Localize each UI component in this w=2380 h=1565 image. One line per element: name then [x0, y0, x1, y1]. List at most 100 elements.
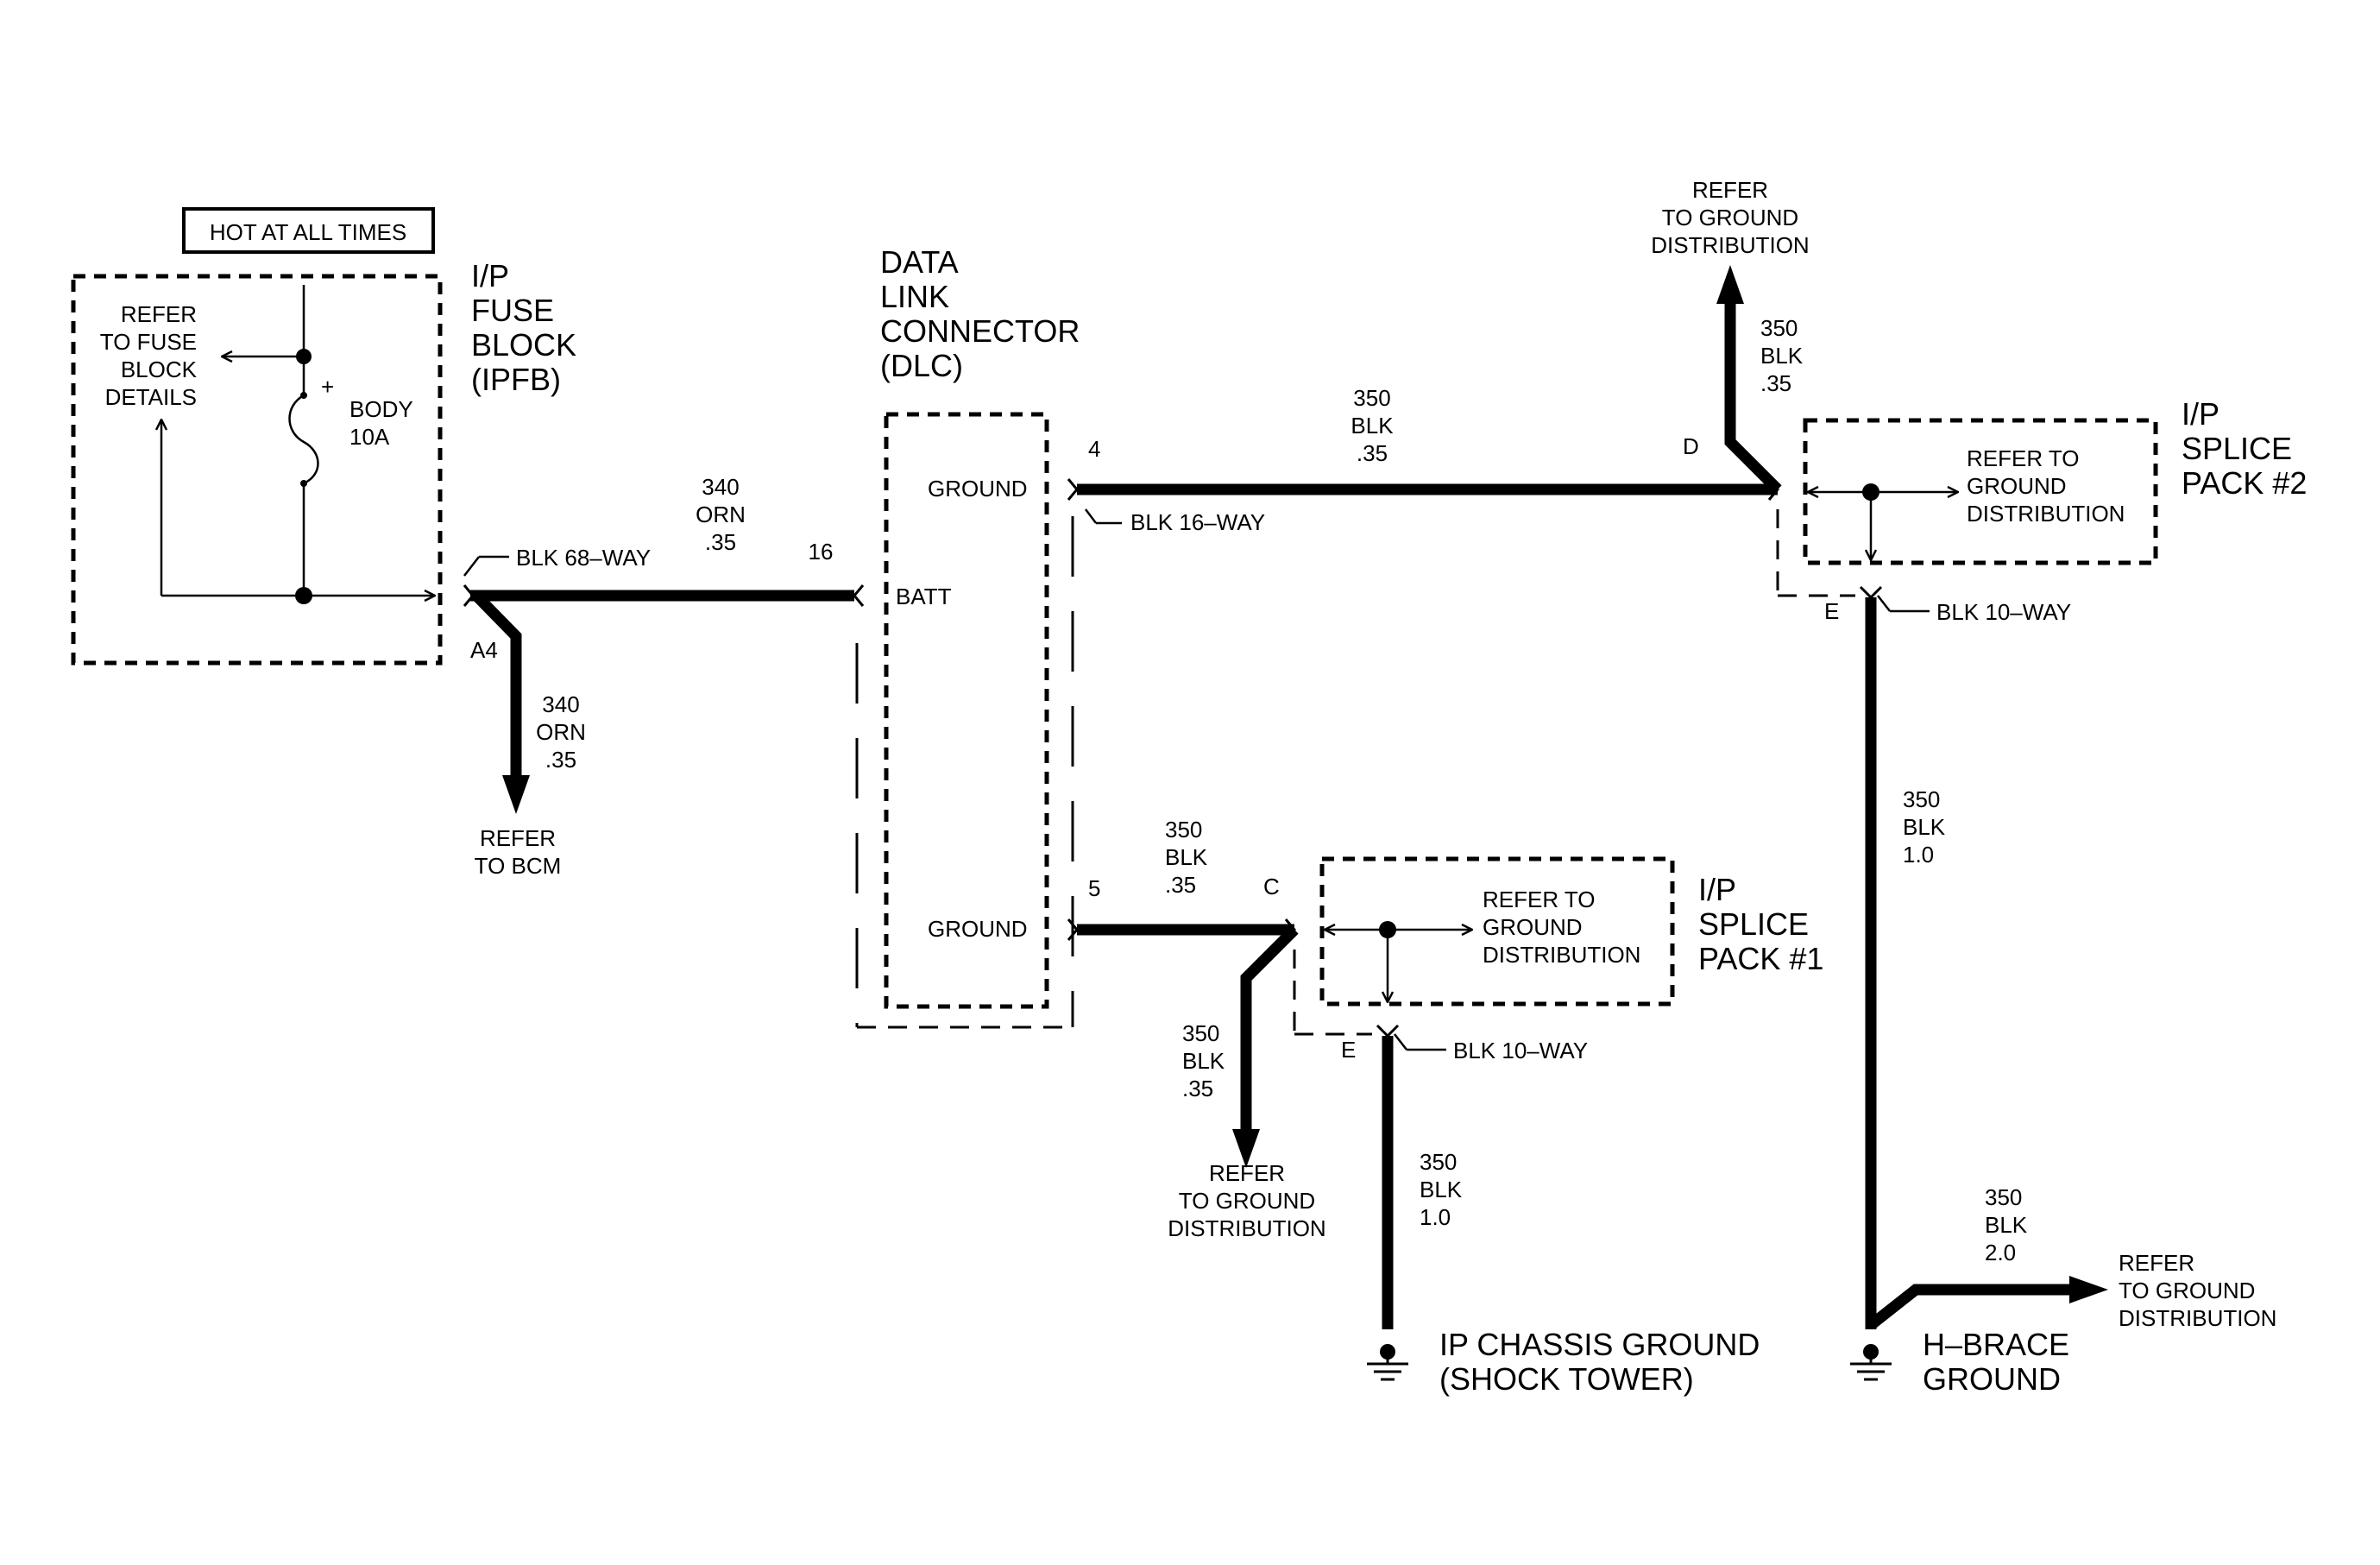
hbrace-ground-label-1: H–BRACE — [1923, 1327, 2069, 1362]
wire-340-orn — [463, 584, 865, 814]
dlc-title-3: CONNECTOR — [880, 313, 1080, 349]
refer-ground-mid-2: TO GROUND — [1179, 1188, 1315, 1214]
wire-340-top-1: 340 — [702, 474, 739, 500]
splice2-connector-label: BLK 10–WAY — [1936, 599, 2071, 625]
refer-ground-top-1: REFER — [1692, 177, 1768, 203]
fuse-label-2: 10A — [349, 424, 390, 450]
wire-350-top-3: .35 — [1357, 440, 1388, 466]
refer-ground-mid-3: DISTRIBUTION — [1168, 1215, 1325, 1241]
wire-350-down-2: BLK — [1182, 1048, 1225, 1074]
chassis-ground-label-1: IP CHASSIS GROUND — [1439, 1327, 1760, 1362]
splice-pack-1: I/P SPLICE PACK #1 REFER TO GROUND DISTR… — [1263, 856, 1823, 1063]
pin-5-label: 5 — [1088, 875, 1100, 901]
splice-pack-2: I/P SPLICE PACK #2 REFER TO GROUND DISTR… — [1683, 396, 2307, 625]
splice2-refer-1: REFER TO — [1967, 445, 2080, 471]
wire-350-up-1: 350 — [1760, 315, 1798, 341]
splice2-refer-3: DISTRIBUTION — [1967, 501, 2125, 527]
splice1-refer-3: DISTRIBUTION — [1483, 942, 1640, 968]
wire-350-down-3: .35 — [1182, 1076, 1213, 1101]
wire-350-mid-2: BLK — [1165, 844, 1208, 870]
fuse-block-title-3: BLOCK — [471, 327, 576, 363]
arrow-right-icon — [2069, 1276, 2108, 1303]
fuse-refer-2: TO FUSE — [100, 329, 197, 355]
splice-dot — [295, 587, 312, 604]
splice-dot — [1379, 921, 1396, 938]
refer-bcm-2: TO BCM — [475, 853, 562, 879]
fuse-refer-3: BLOCK — [121, 357, 198, 382]
arrow-down-icon — [1232, 1129, 1260, 1168]
splice1-connector-label: BLK 10–WAY — [1453, 1038, 1588, 1063]
splice1-title-1: I/P — [1698, 872, 1736, 907]
wire-350-chassis — [1376, 1024, 1400, 1329]
connector-68-label: BLK 68–WAY — [516, 545, 651, 571]
splice1-title-3: PACK #1 — [1698, 941, 1823, 976]
pin-ground-top-label: GROUND — [928, 476, 1028, 502]
wire-350-hbrace-up-1: 350 — [1903, 786, 1940, 812]
wire-350-chassis-2: BLK — [1420, 1177, 1463, 1202]
wire-350-mid-3: .35 — [1165, 872, 1196, 898]
splice2-outline — [1803, 418, 2158, 565]
arrow-down-icon — [502, 775, 530, 814]
splice1-outline — [1319, 856, 1675, 1007]
pin-4-label: 4 — [1088, 436, 1100, 462]
wire-350-chassis-3: 1.0 — [1420, 1204, 1451, 1230]
connector-16-label: BLK 16–WAY — [1130, 509, 1265, 535]
wire-350-mid-1: 350 — [1165, 817, 1202, 842]
wire-350-mid — [1067, 918, 1299, 1168]
splice1-refer-2: GROUND — [1483, 914, 1583, 940]
wire-350-up-2: BLK — [1760, 343, 1804, 369]
splice2-refer-2: GROUND — [1967, 473, 2067, 499]
pin-ground-bottom-label: GROUND — [928, 916, 1028, 942]
pin-a4-label: A4 — [470, 637, 498, 663]
dlc-title-4: (DLC) — [880, 348, 963, 383]
wire-350-top-1: 350 — [1353, 385, 1390, 411]
wire-340-down-1: 340 — [542, 691, 579, 717]
pin-16-label: 16 — [809, 539, 834, 565]
wire-350-up-3: .35 — [1760, 370, 1791, 396]
fuse-refer-1: REFER — [121, 301, 197, 327]
fuse-refer-4: DETAILS — [105, 384, 197, 410]
pin-e-label-2: E — [1824, 598, 1839, 624]
pin-e-label-1: E — [1341, 1037, 1356, 1063]
refer-ground-right-3: DISTRIBUTION — [2119, 1305, 2276, 1331]
chassis-ground-icon — [1367, 1344, 1408, 1381]
wire-350-top-2: BLK — [1351, 413, 1394, 439]
refer-ground-top-2: TO GROUND — [1662, 205, 1798, 230]
wire-350-hbrace-right-3: 2.0 — [1985, 1240, 2016, 1265]
fuse-label-1: BODY — [349, 396, 413, 422]
splice2-title-1: I/P — [2182, 396, 2219, 432]
dlc-title-1: DATA — [880, 244, 959, 280]
fuse-icon — [288, 394, 319, 485]
fuse-block-title-4: (IPFB) — [471, 362, 561, 397]
dlc-outline — [884, 412, 1049, 1009]
wire-350-hbrace — [1859, 585, 2108, 1330]
splice1-title-2: SPLICE — [1698, 906, 1809, 942]
chassis-ground-label-2: (SHOCK TOWER) — [1439, 1361, 1694, 1397]
refer-bcm-1: REFER — [480, 825, 556, 851]
hot-at-all-times-label: HOT AT ALL TIMES — [210, 219, 406, 245]
fuse-block-title-2: FUSE — [471, 293, 554, 328]
hbrace-ground-icon — [1850, 1344, 1892, 1381]
refer-ground-right-2: TO GROUND — [2119, 1278, 2255, 1303]
fuse-block-title-1: I/P — [471, 258, 509, 293]
refer-ground-top-3: DISTRIBUTION — [1651, 232, 1809, 258]
data-link-connector: DATA LINK CONNECTOR (DLC) 16 BATT 4 GROU… — [809, 244, 1265, 1029]
splice1-refer-1: REFER TO — [1483, 887, 1596, 912]
splice-dot — [296, 349, 312, 364]
wire-350-top — [1067, 265, 1782, 501]
wire-350-down-1: 350 — [1182, 1020, 1219, 1046]
wire-350-hbrace-right-1: 350 — [1985, 1184, 2022, 1210]
splice2-title-3: PACK #2 — [2182, 465, 2307, 501]
refer-ground-mid-1: REFER — [1209, 1160, 1285, 1186]
wire-350-hbrace-up-3: 1.0 — [1903, 842, 1934, 868]
fuse-block-outline — [71, 274, 443, 666]
wire-340-top-3: .35 — [705, 529, 736, 555]
connector-blk-68-way: BLK 68–WAY A4 — [463, 545, 651, 663]
wire-340-down-3: .35 — [545, 747, 576, 773]
pin-d-label: D — [1683, 433, 1699, 459]
wire-350-hbrace-right-2: BLK — [1985, 1212, 2028, 1238]
wire-350-hbrace-up-2: BLK — [1903, 814, 1946, 840]
hot-at-all-times-box: HOT AT ALL TIMES — [182, 207, 435, 254]
pin-batt-label: BATT — [896, 584, 952, 609]
splice2-title-2: SPLICE — [2182, 431, 2292, 466]
